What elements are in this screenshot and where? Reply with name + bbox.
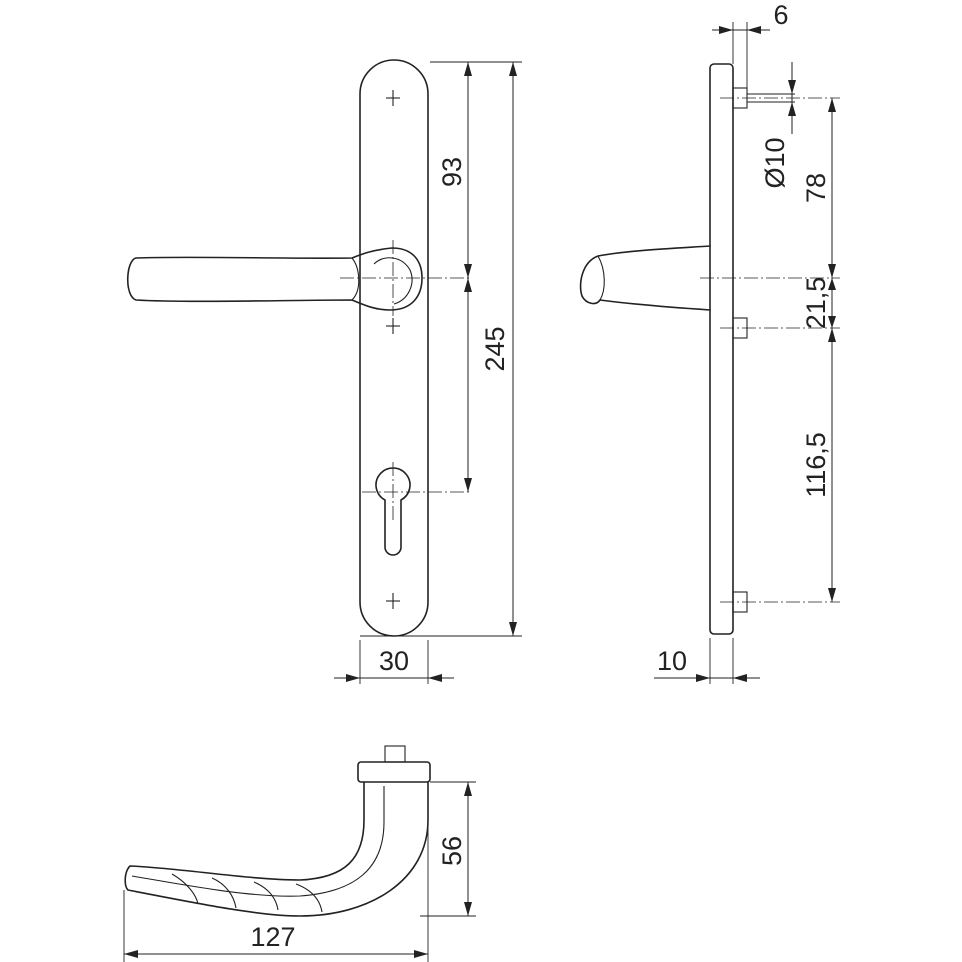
- front-plate: [359, 59, 429, 637]
- dim-10: 10: [654, 638, 760, 684]
- top-view: 56 127: [123, 745, 476, 962]
- front-lever-neck: [351, 257, 360, 301]
- dim-21-5: 21,5: [801, 277, 836, 330]
- top-lever-groove-3: [253, 881, 279, 911]
- label-6: 6: [773, 0, 788, 30]
- label-56: 56: [437, 836, 467, 866]
- dim-56: 56: [420, 781, 476, 917]
- side-lever-handle: [579, 245, 711, 311]
- top-rosette: [357, 761, 431, 783]
- label-78: 78: [801, 173, 831, 203]
- side-lever-detail: [597, 255, 605, 301]
- top-lever-handle: [124, 781, 429, 917]
- dim-93: 93: [437, 62, 472, 278]
- label-93: 93: [437, 157, 467, 187]
- label-21-5: 21,5: [801, 277, 831, 330]
- side-view: 6 Ø10 78 21,5 116,5: [579, 0, 840, 684]
- label-diameter-10: Ø10: [760, 137, 790, 188]
- top-lever-groove-1: [171, 873, 199, 905]
- cylinder-keyhole: [375, 467, 411, 556]
- dim-245: 245: [480, 62, 517, 636]
- dim-diameter-10: Ø10: [760, 62, 796, 189]
- label-10: 10: [657, 646, 687, 676]
- top-lever-groove-4: [295, 883, 323, 913]
- label-116-5: 116,5: [801, 432, 831, 498]
- dim-127: 127: [123, 826, 429, 962]
- dim-116-5: 116,5: [801, 328, 836, 602]
- middle-screw-mark: [386, 318, 400, 334]
- dim-handle-cylinder: [464, 278, 472, 492]
- front-view: 93 245 30: [126, 59, 522, 684]
- label-127: 127: [250, 922, 295, 952]
- label-245: 245: [480, 326, 510, 371]
- top-screw-mark: [386, 90, 400, 106]
- dim-78: 78: [801, 98, 836, 278]
- dim-30: 30: [334, 646, 454, 682]
- dim-6: 6: [712, 0, 789, 88]
- label-30: 30: [379, 646, 409, 676]
- top-lever-groove-2: [211, 877, 237, 909]
- top-lever-inner-edge: [131, 786, 385, 897]
- side-plate: [709, 63, 734, 635]
- front-lever-handle: [126, 247, 423, 311]
- front-lever-rosette: [373, 257, 413, 305]
- spindle: [384, 745, 406, 763]
- bottom-screw-mark: [386, 593, 400, 609]
